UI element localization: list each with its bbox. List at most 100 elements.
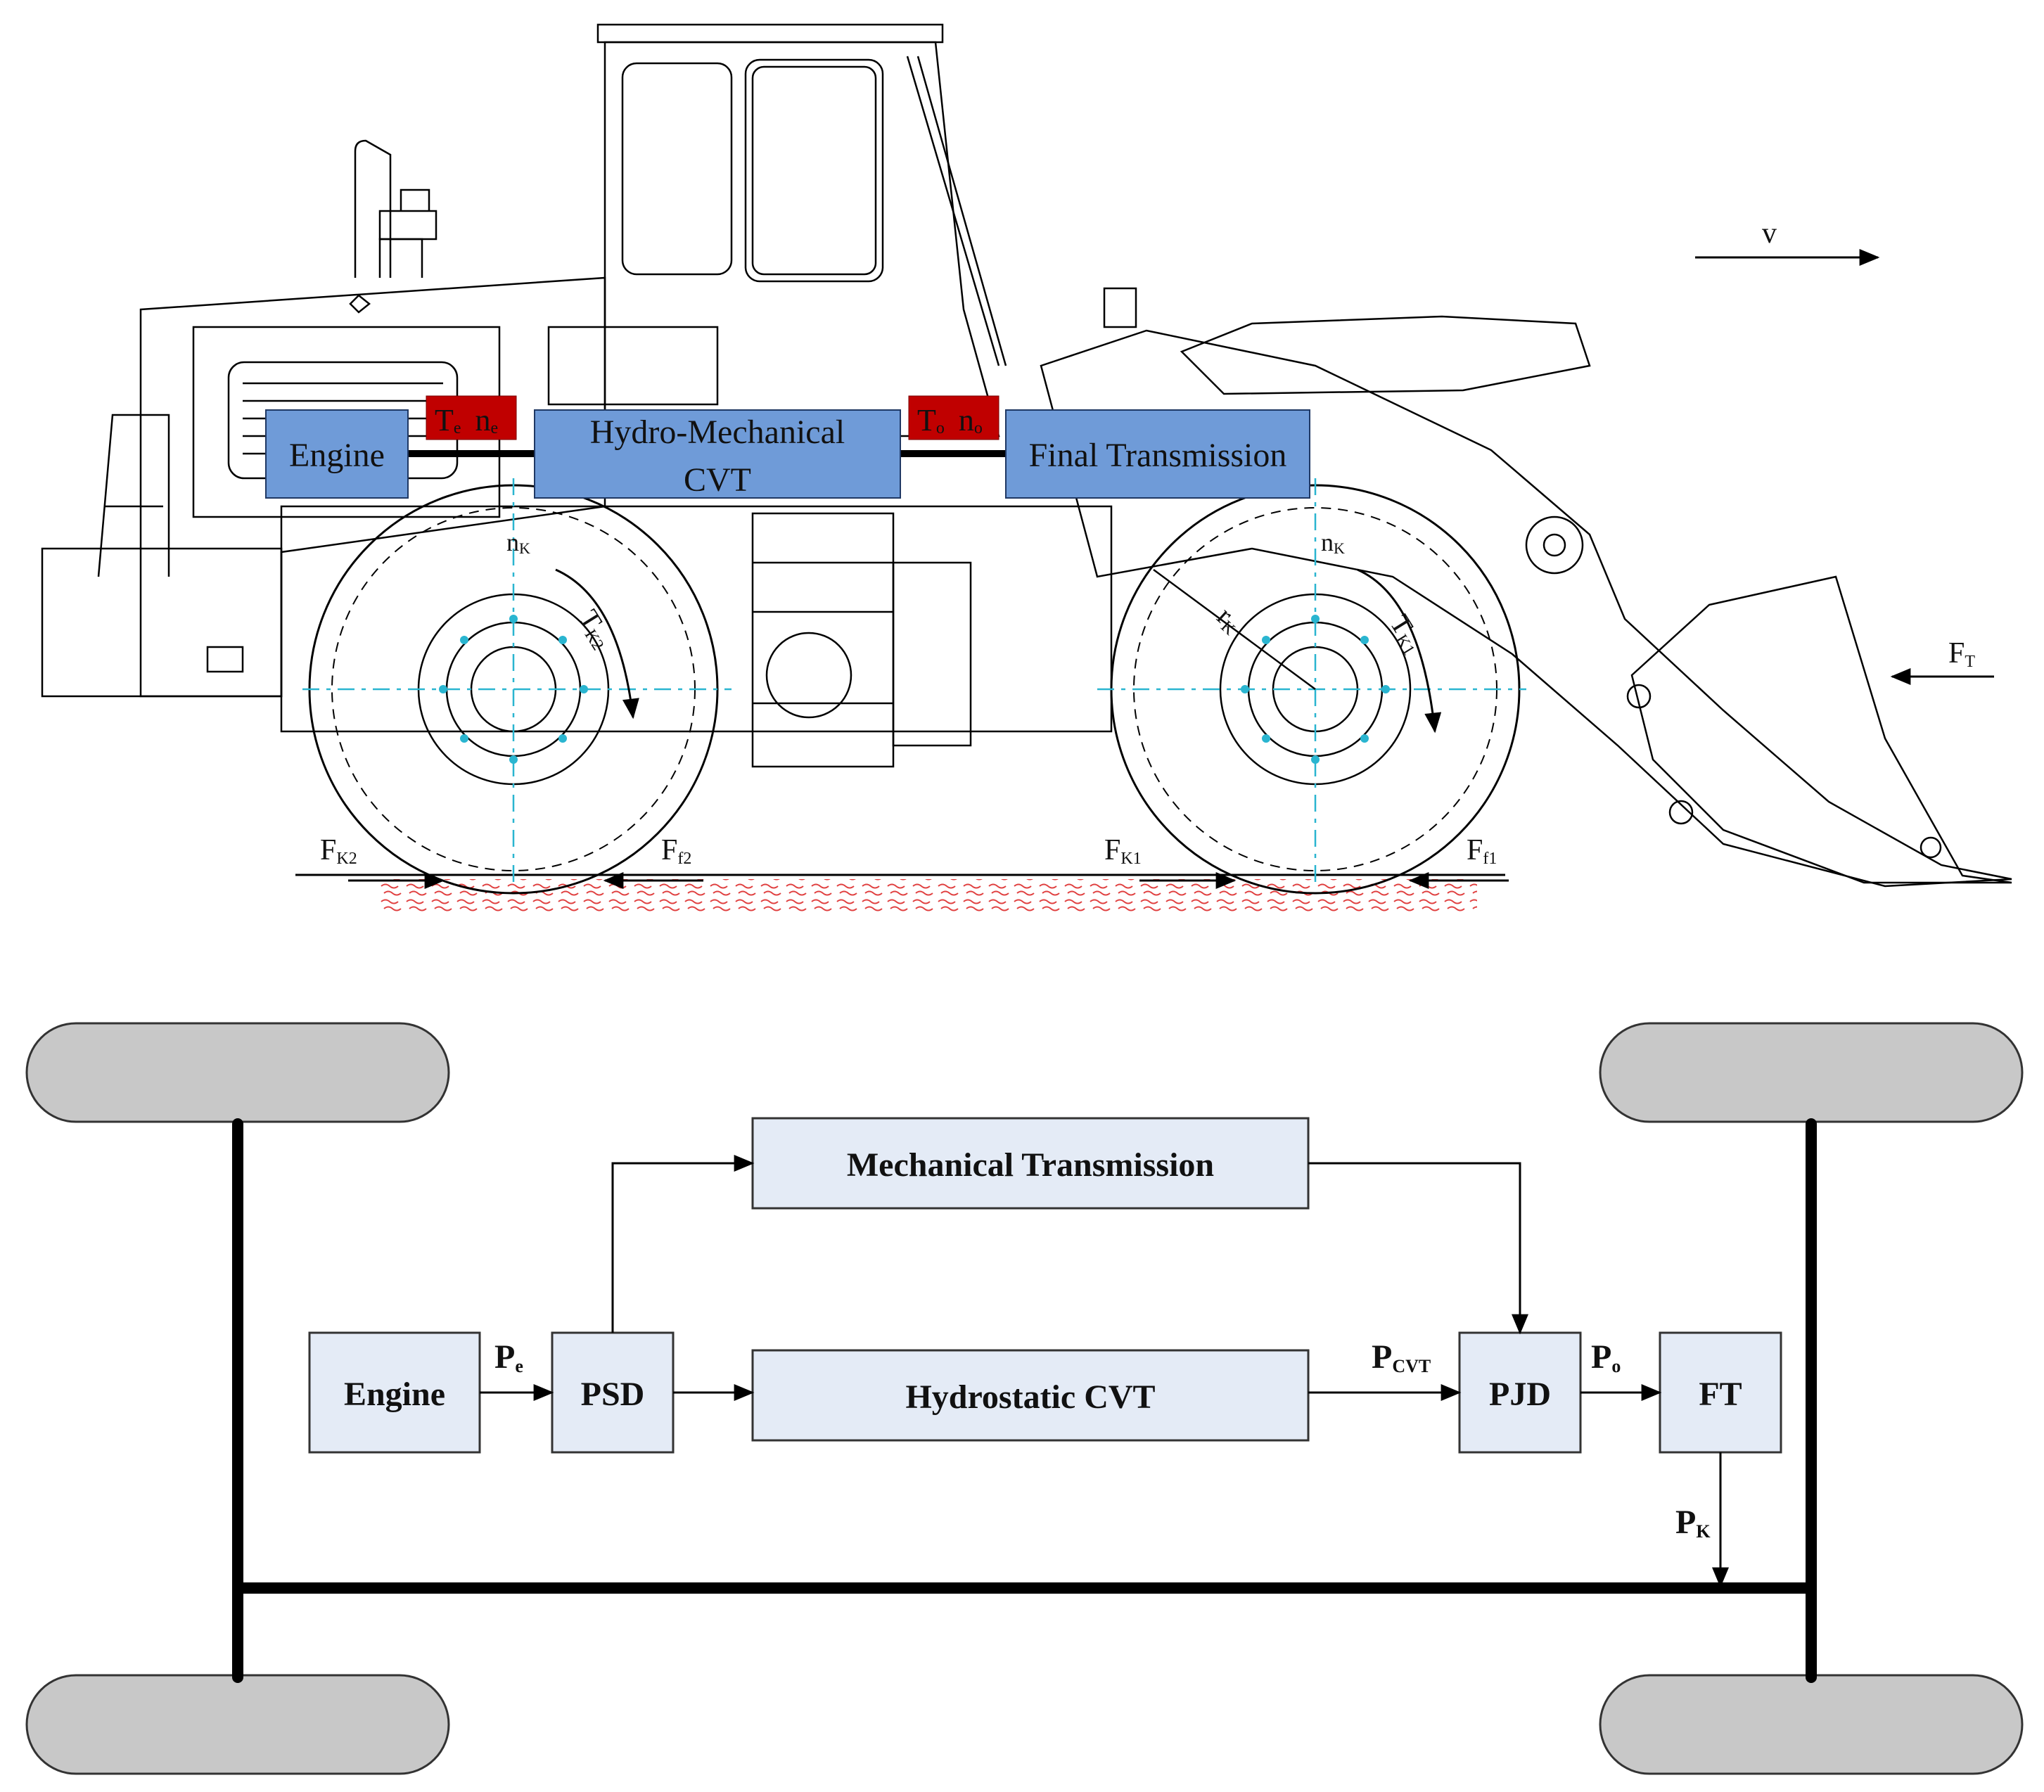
velocity-indicator: v <box>1695 217 1880 266</box>
svg-text:Ff2: Ff2 <box>661 834 691 868</box>
pk-main: P <box>1675 1504 1696 1541</box>
top-final-transmission-label: Final Transmission <box>1029 437 1287 474</box>
block-engine-label: Engine <box>344 1376 445 1413</box>
chassis-frame <box>280 505 1113 733</box>
wheels-bottom <box>25 1022 2024 1775</box>
block-psd-label: PSD <box>581 1376 645 1413</box>
air-intake-base <box>378 238 423 278</box>
pcvt-sub: CVT <box>1392 1356 1431 1376</box>
lift-cylinder <box>1180 315 1591 395</box>
pe-sub: e <box>515 1356 523 1376</box>
fk2-sub: K2 <box>336 850 357 868</box>
velocity-label: v <box>1762 217 1777 250</box>
articulation-joint <box>765 632 852 719</box>
svg-text:rK: rK <box>1211 600 1249 639</box>
po-sub: o <box>1611 1356 1621 1376</box>
tilt-pivot <box>1525 516 1584 575</box>
top-block-cvt: Hydro-Mechanical CVT <box>534 409 901 499</box>
top-block-final-transmission: Final Transmission <box>1005 409 1310 499</box>
bucket <box>1630 575 2012 884</box>
svg-text:TK2: TK2 <box>572 604 620 654</box>
cab-step-rail <box>547 326 719 406</box>
cab-window-left <box>621 62 733 276</box>
wheel-front-top <box>1599 1022 2024 1123</box>
pk-sub: K <box>1696 1521 1711 1542</box>
top-cvt-label-line1: Hydro-Mechanical <box>590 414 845 451</box>
tractive-force: FT <box>1890 637 1994 685</box>
rear-ladder <box>97 414 170 577</box>
tag-ne-main: n <box>475 403 491 437</box>
cab-door-window <box>744 58 884 283</box>
tag-te-main: T <box>435 403 454 437</box>
tag-te-sub: e <box>454 419 461 437</box>
wheel-rear-bottom <box>25 1674 450 1775</box>
ff1-sub: f1 <box>1483 850 1497 868</box>
articulation-ladder <box>751 512 895 768</box>
svg-text:FK2: FK2 <box>320 834 357 868</box>
axle-frame <box>232 1118 1817 1683</box>
arrow-psd-mechanical <box>611 1155 755 1333</box>
tag-no-sub: o <box>974 419 983 437</box>
wheel-front-bottom <box>1599 1674 2024 1775</box>
ground-forces: FK2 Ff2 FK1 Ff1 <box>320 834 1509 889</box>
front-light <box>1103 287 1137 328</box>
exhaust-stack <box>354 139 392 278</box>
rear-torque-arrow <box>555 568 639 719</box>
frame-joint-block <box>892 561 972 747</box>
block-mechanical-transmission: Mechanical Transmission <box>751 1117 1310 1210</box>
rear-light <box>206 646 244 673</box>
wheel-centerlines <box>302 478 1526 886</box>
fk1-sub: K1 <box>1120 850 1141 868</box>
svg-text:PK: PK <box>1675 1504 1711 1542</box>
fk1-main: F <box>1104 834 1120 866</box>
front-radius-line <box>1153 568 1316 691</box>
cab-frame <box>603 41 1000 437</box>
flow-arrows <box>480 1155 1729 1588</box>
block-engine: Engine <box>308 1331 481 1454</box>
rear-nk-main: n <box>506 528 519 556</box>
power-labels: Pe PCVT Po PK <box>494 1338 1711 1542</box>
tag-ne-sub: e <box>491 419 499 437</box>
hub-bolts <box>439 615 1390 764</box>
top-cvt-label-line2: CVT <box>684 461 751 499</box>
tag-to-sub: o <box>936 419 945 437</box>
block-ft-label: FT <box>1699 1376 1742 1413</box>
pcvt-main: P <box>1372 1338 1392 1376</box>
block-ft: FT <box>1659 1331 1782 1454</box>
front-nk-main: n <box>1321 528 1334 556</box>
ff1-main: F <box>1467 834 1483 866</box>
ft-main: F <box>1948 637 1965 670</box>
pe-main: P <box>494 1338 515 1376</box>
top-engine-label: Engine <box>289 437 385 474</box>
rear-counterweight <box>41 547 283 698</box>
svg-text:Ff1: Ff1 <box>1467 834 1497 868</box>
block-pjd: PJD <box>1458 1331 1582 1454</box>
rear-nk-sub: K <box>519 539 530 557</box>
front-torque-arrow <box>1357 568 1442 734</box>
block-psd: PSD <box>551 1331 675 1454</box>
cab-handrail <box>906 56 1000 366</box>
arrow-mechanical-pjd <box>1308 1162 1528 1335</box>
ground-hatch <box>380 879 1477 914</box>
block-pjd-label: PJD <box>1489 1376 1551 1413</box>
ff2-sub: f2 <box>677 850 691 868</box>
ff2-main: F <box>661 834 677 866</box>
front-nk-sub: K <box>1334 539 1345 557</box>
wheel-rear-top <box>25 1022 450 1123</box>
svg-text:FK1: FK1 <box>1104 834 1142 868</box>
svg-text:nK: nK <box>1321 528 1345 557</box>
po-main: P <box>1591 1338 1611 1376</box>
svg-text:nK: nK <box>506 528 530 557</box>
cab-roof <box>596 23 944 44</box>
svg-text:Pe: Pe <box>494 1338 523 1376</box>
ft-sub: T <box>1965 653 1975 671</box>
block-hydrostatic-cvt: Hydrostatic CVT <box>751 1349 1310 1442</box>
tag-no-main: n <box>959 403 974 437</box>
loader-arm <box>1040 329 2012 888</box>
tag-to-main: T <box>917 403 936 437</box>
